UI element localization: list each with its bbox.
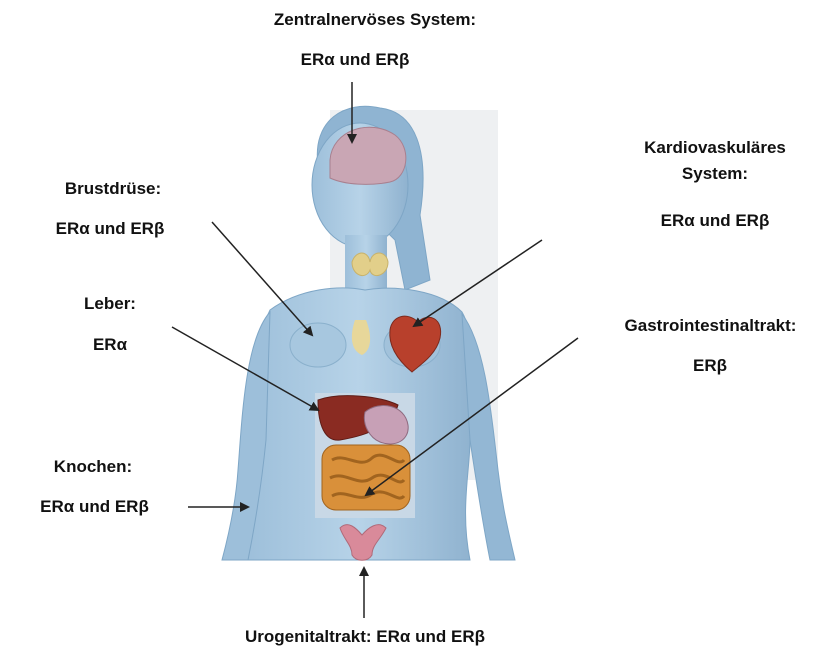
label-uro: Urogenitaltrakt: ERα und ERβ — [170, 626, 560, 648]
label-gi-receptors: ERβ — [660, 355, 760, 377]
intestine-organ — [322, 445, 410, 510]
label-breast-title: Brustdrüse: — [38, 178, 188, 200]
label-cns-receptors: ERα und ERβ — [280, 49, 430, 71]
label-bone-title: Knochen: — [28, 456, 158, 478]
label-gi-title: Gastrointestinaltrakt: — [588, 315, 833, 337]
label-bone-receptors: ERα und ERβ — [12, 496, 177, 518]
label-cardio-title-1: Kardiovaskuläres — [615, 137, 815, 159]
label-cns-title: Zentralnervöses System: — [230, 9, 520, 31]
label-cardio-title-2: System: — [615, 163, 815, 185]
label-liver-receptors: ERα — [60, 334, 160, 356]
label-breast-receptors: ERα und ERβ — [30, 218, 190, 240]
label-cardio-receptors: ERα und ERβ — [635, 210, 795, 232]
label-liver-title: Leber: — [60, 293, 160, 315]
arrow-breast — [212, 222, 312, 335]
